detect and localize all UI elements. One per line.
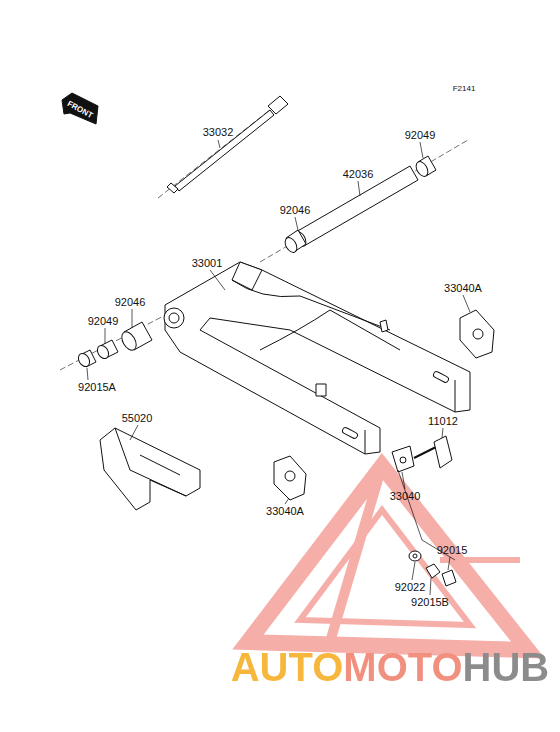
figure-code: F2141: [453, 85, 476, 93]
callout-number: 33040A: [444, 283, 482, 294]
callout-number: 42036: [343, 169, 374, 180]
callout-number: 92046: [280, 205, 311, 216]
callout-number: 33040A: [266, 506, 304, 517]
callout-number: 92022: [395, 582, 426, 593]
callout-number: 33040: [390, 491, 421, 502]
watermark: AUTOMOTOHUB: [231, 647, 550, 687]
callout-number: 92049: [405, 130, 436, 141]
callout-number: 33001: [192, 258, 223, 269]
callout-number: 92015B: [411, 597, 449, 608]
leader-line: [87, 140, 470, 595]
part-drawing: [60, 93, 494, 586]
callout-number: 11012: [428, 416, 458, 427]
callout-number: 92015A: [78, 382, 116, 393]
callout-number: 92049: [88, 316, 119, 327]
callout-number: 92046: [115, 297, 146, 308]
callout-number: 92015: [437, 545, 468, 556]
callout-number: 33032: [203, 127, 234, 138]
callout-number: 55020: [122, 413, 153, 424]
